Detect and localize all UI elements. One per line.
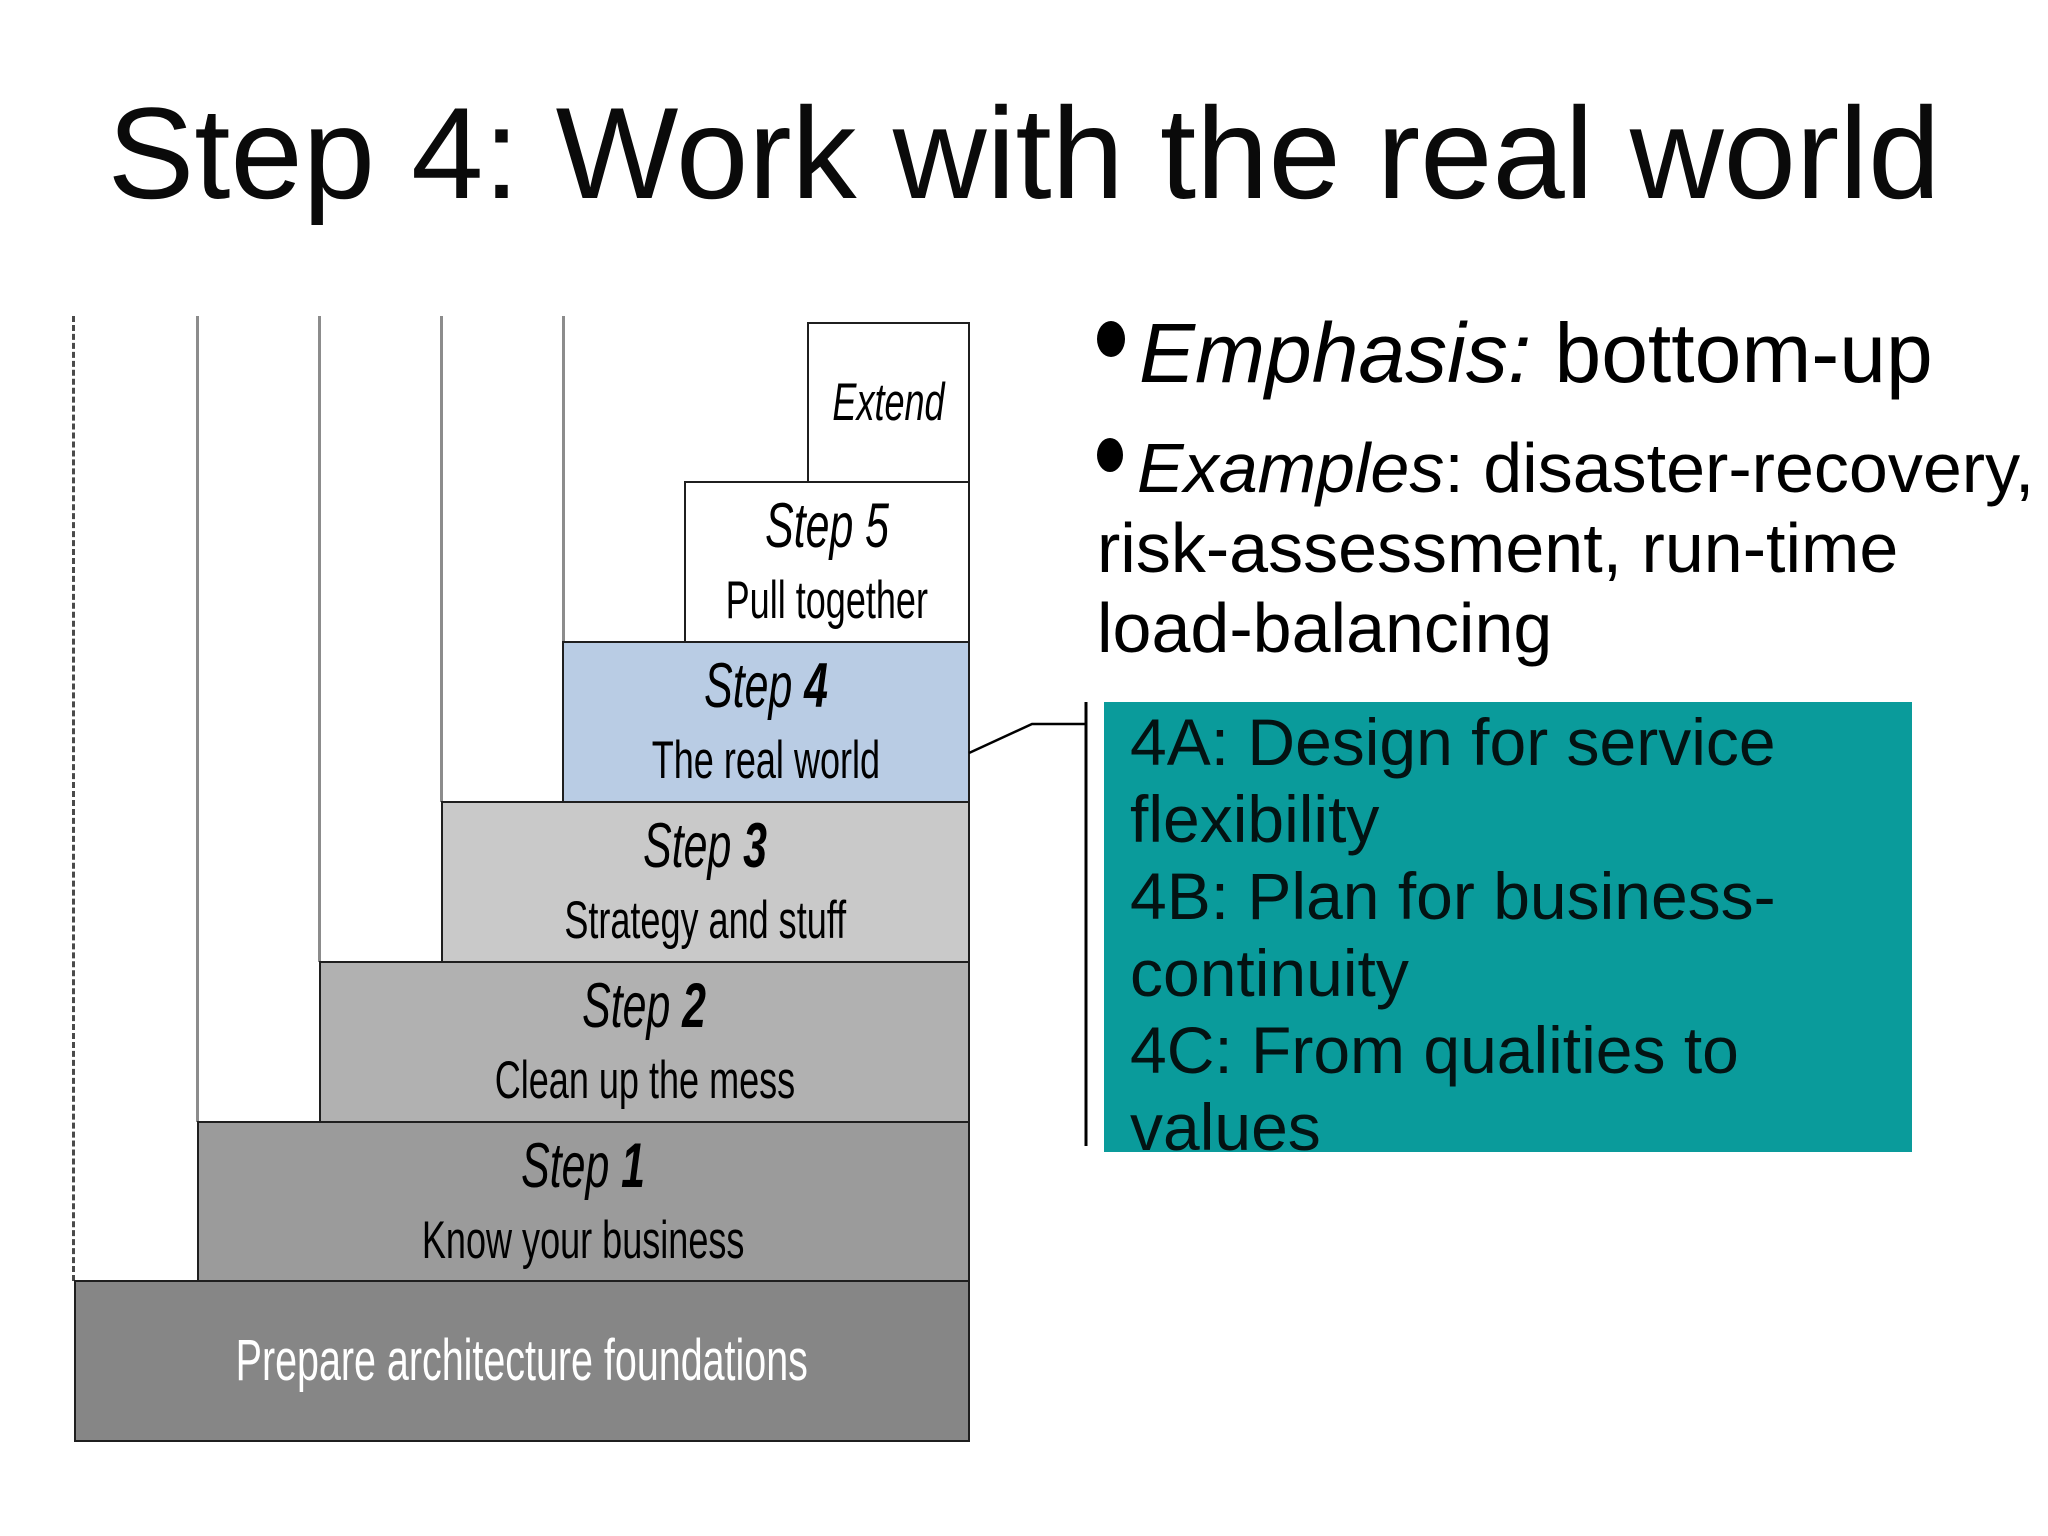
stair-step2-title: Step 2 bbox=[582, 971, 707, 1041]
stair-step2-subtitle: Clean up the mess bbox=[494, 1051, 795, 1110]
guide-line-step2 bbox=[318, 316, 321, 962]
stair-step5-subtitle: Pull together bbox=[725, 571, 929, 630]
stair-step1-subtitle: Know your business bbox=[422, 1211, 745, 1270]
stair-box-step2: Step 2 Clean up the mess bbox=[319, 961, 970, 1123]
stair-step5-title: Step 5 bbox=[765, 491, 889, 561]
bullet-text: : disaster-recovery, risk-assessment, ru… bbox=[1097, 429, 2035, 667]
stair-box-extend: Extend bbox=[807, 322, 970, 483]
step4-number: 4 bbox=[804, 651, 828, 721]
step1-number: 1 bbox=[621, 1131, 646, 1201]
bullet-text: bottom-up bbox=[1531, 306, 1933, 400]
stair-step1-title: Step 1 bbox=[521, 1131, 646, 1201]
dashed-guide-line bbox=[72, 316, 75, 1281]
stair-box-foundation: Prepare architecture foundations bbox=[74, 1280, 970, 1442]
callout-text: 4A: Design for service flexibility 4B: P… bbox=[1130, 705, 1776, 1164]
stair-extend-label: Extend bbox=[832, 372, 945, 432]
stair-step4-title: Step 4 bbox=[704, 651, 828, 721]
step5-number: 5 bbox=[865, 491, 889, 561]
connector-line bbox=[968, 722, 1086, 755]
stair-foundation-label: Prepare architecture foundations bbox=[235, 1328, 809, 1393]
guide-line-step4 bbox=[562, 316, 565, 642]
bullet-item-emphasis: Emphasis: bottom-up bbox=[1097, 305, 2048, 401]
callout-box: 4A: Design for service flexibility 4B: P… bbox=[1104, 702, 1912, 1164]
guide-line-step1 bbox=[196, 316, 199, 1122]
bullet-dot-icon bbox=[1097, 321, 1125, 357]
stair-step3-subtitle: Strategy and stuff bbox=[564, 891, 847, 950]
bullet-lead: Emphasis: bbox=[1139, 306, 1532, 400]
bullet-item-examples: Examples: disaster-recovery, risk-assess… bbox=[1097, 428, 2048, 668]
bullet-dot-icon bbox=[1097, 438, 1123, 472]
stair-box-step3: Step 3 Strategy and stuff bbox=[441, 801, 970, 963]
stair-box-step1: Step 1 Know your business bbox=[197, 1121, 970, 1282]
stair-box-step4: Step 4 The real world bbox=[562, 641, 970, 803]
slide-title: Step 4: Work with the real world bbox=[107, 80, 1941, 226]
stair-box-step5: Step 5 Pull together bbox=[684, 481, 970, 643]
stair-step3-title: Step 3 bbox=[643, 811, 768, 881]
step2-number: 2 bbox=[682, 971, 707, 1041]
step3-number: 3 bbox=[743, 811, 768, 881]
guide-line-step3 bbox=[440, 316, 443, 802]
bullet-lead: Examples bbox=[1137, 429, 1445, 507]
stair-step4-subtitle: The real world bbox=[651, 731, 881, 790]
